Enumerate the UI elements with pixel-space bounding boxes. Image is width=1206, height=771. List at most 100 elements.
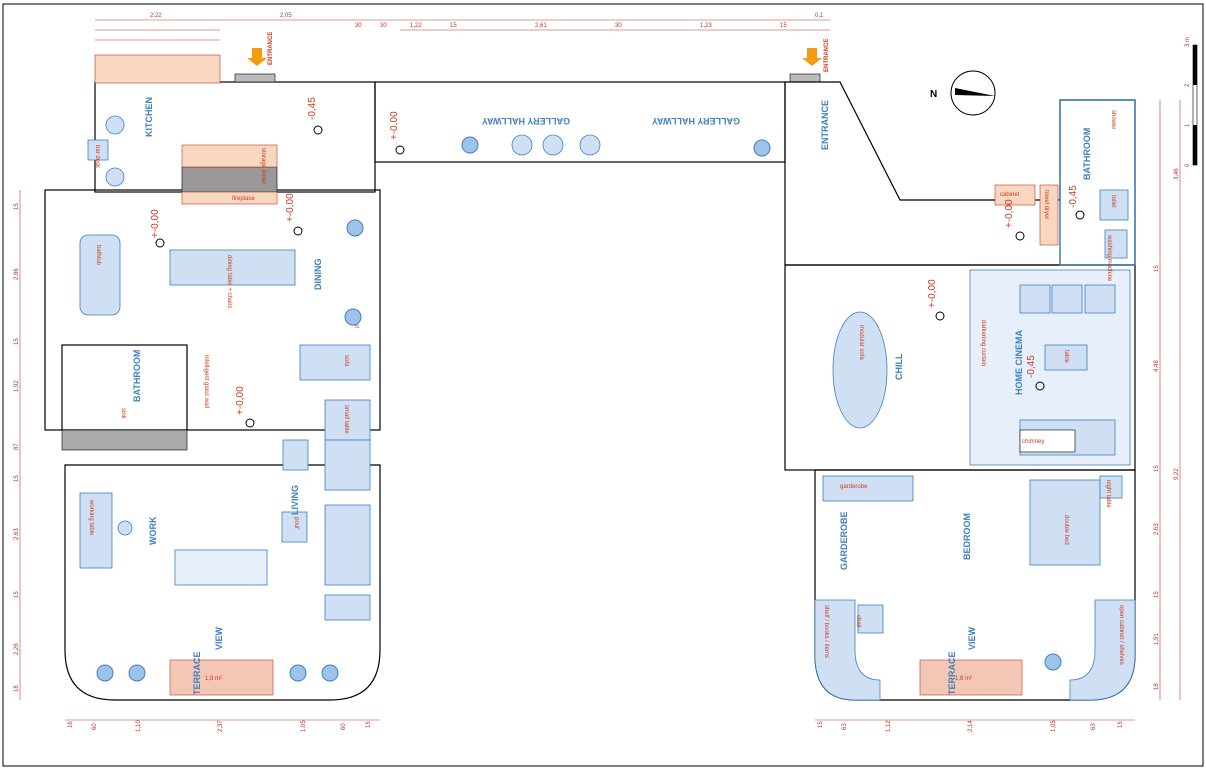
chair-kitchen-1	[105, 115, 125, 135]
fireplace-block	[181, 166, 278, 193]
level-dining2: +-0,00	[150, 209, 161, 238]
dim-left-1: 2,86	[14, 268, 20, 280]
chair-garderobe	[857, 604, 884, 634]
kitchen-upper-cabinets	[94, 54, 221, 84]
label-gallery-1: GALLERY HALLWAY	[482, 116, 570, 126]
dimension-right: 15 4,48 15 2,63 15 1,91 18 3,46 9,22	[1154, 100, 1181, 700]
working-table	[79, 492, 113, 569]
left-wing	[44, 54, 786, 701]
plant-icon	[289, 664, 307, 682]
cinema-seat-3	[1084, 284, 1116, 314]
open-cabinet-shelves	[1069, 599, 1136, 701]
bathroom-cabinet-strip	[61, 429, 188, 451]
cinema-seat-2	[1051, 284, 1083, 314]
level-icon-hall	[395, 145, 405, 155]
bar-desk	[87, 139, 109, 161]
dim-right-0: 15	[1154, 265, 1160, 272]
cinema-table	[1044, 344, 1088, 371]
level-cinema: -0,45	[1026, 355, 1037, 378]
label-double-bed: double bed	[1063, 515, 1069, 545]
label-view-right: VIEW	[967, 626, 977, 650]
shelf-books-items	[814, 599, 881, 701]
dim-left-8: 2,26	[14, 643, 20, 655]
chair-work	[117, 520, 133, 536]
chimney-box	[1019, 429, 1076, 453]
label-washing-machine: washing machine	[1106, 234, 1112, 282]
pouf	[281, 511, 308, 543]
sofa-upper	[299, 344, 371, 381]
label-terrace-right: TERRACE	[947, 651, 957, 695]
label-shelf-books: shelf / books / items	[823, 605, 829, 658]
dimension-left: 15 2,86 15 1,92 87 15 2,63 15 2,26 18	[14, 190, 21, 700]
scale-bar: 0 1 2 3 m	[1185, 37, 1198, 167]
plant-icon	[96, 664, 114, 682]
scale-3: 3 m	[1185, 37, 1191, 47]
label-garderobe-cab: garderobe	[840, 484, 868, 490]
dim-top-9: 1,23	[700, 23, 712, 29]
furniture-left	[79, 115, 371, 621]
level-hall: +-0,00	[389, 111, 400, 140]
label-view-left: VIEW	[214, 626, 224, 650]
label-curtain: darkening curtain	[980, 320, 986, 366]
dim-br-2: 1,12	[886, 720, 892, 732]
dim-bl-1: 60	[92, 723, 98, 730]
svg-text:N: N	[930, 89, 937, 100]
sliding-glass-wall	[174, 549, 268, 586]
label-work: WORK	[148, 516, 158, 545]
dim-bl-2: 1,10	[136, 720, 142, 732]
label-bar-desk: bar desk	[94, 145, 100, 169]
dining-table	[169, 249, 296, 286]
level-living: +-0,00	[235, 386, 246, 415]
dim-right-2: 15	[1154, 465, 1160, 472]
entrance-door-right	[789, 73, 821, 83]
label-bedroom: BEDROOM	[962, 513, 972, 560]
night-table	[1099, 475, 1123, 499]
dim-top-2: 2,05	[280, 13, 292, 19]
dim-top-10: 15	[780, 23, 787, 29]
dim-right-6: 18	[1154, 683, 1160, 690]
level-icon-chill	[935, 311, 945, 321]
label-dining-table: dining table + chairs	[226, 255, 232, 309]
dim-br-3: 2,14	[968, 720, 974, 732]
double-bed	[1029, 479, 1101, 566]
sofa-mid	[324, 439, 371, 491]
dim-top-6: 15	[450, 23, 457, 29]
level-chill: +-0,00	[927, 279, 938, 308]
entrance-arrow-left	[247, 48, 267, 66]
gallery-pedestals	[511, 134, 601, 156]
label-garderobe: GARDEROBE	[839, 511, 849, 570]
garderobe-cabinet	[822, 475, 914, 502]
pedestal-3	[579, 134, 601, 156]
north-arrow-icon: N	[930, 70, 996, 116]
label-entrance: ENTRANCE	[820, 100, 830, 150]
label-towel-dryer: towel dryer	[1043, 190, 1049, 219]
small-table-lower	[324, 594, 371, 621]
label-kitchen: KITCHEN	[144, 97, 154, 137]
dim-top-0: 2,22	[150, 13, 162, 19]
level-icon-dining2	[155, 238, 165, 248]
dim-right-7: 3,46	[1174, 168, 1180, 180]
label-bathtub: bathtub	[95, 245, 101, 266]
dim-top-8: 30	[615, 23, 622, 29]
plant-icon	[461, 136, 479, 154]
dim-left-0: 15	[14, 203, 20, 210]
terrace-left	[169, 659, 274, 696]
label-toilet: toilet	[1110, 195, 1116, 208]
level-icon-living	[245, 418, 255, 428]
entrance-arrow-right	[802, 48, 822, 66]
bathroom-right-outline	[1059, 99, 1136, 266]
label-gallery-2: GALLERY HALLWAY	[652, 116, 740, 126]
label-small-table: small table	[343, 405, 349, 434]
dim-br-4: 1,05	[1051, 720, 1057, 732]
label-open-cabinet: open cabinet / shelves	[1118, 605, 1124, 665]
dim-left-3: 1,92	[14, 380, 20, 392]
bathtub	[79, 234, 121, 316]
level-icon-dining	[293, 226, 303, 236]
dimension-bottom: 16 60 1,10 2,37 1,05 60 15 15 63 1,12 2,…	[65, 720, 1135, 732]
dim-br-0: 15	[818, 721, 824, 728]
pedestal-2	[542, 134, 564, 156]
plant-icon	[321, 664, 339, 682]
level-icon-kitchen	[313, 125, 323, 135]
label-chill: CHILL	[894, 353, 904, 380]
label-shower: shower	[1110, 110, 1116, 129]
